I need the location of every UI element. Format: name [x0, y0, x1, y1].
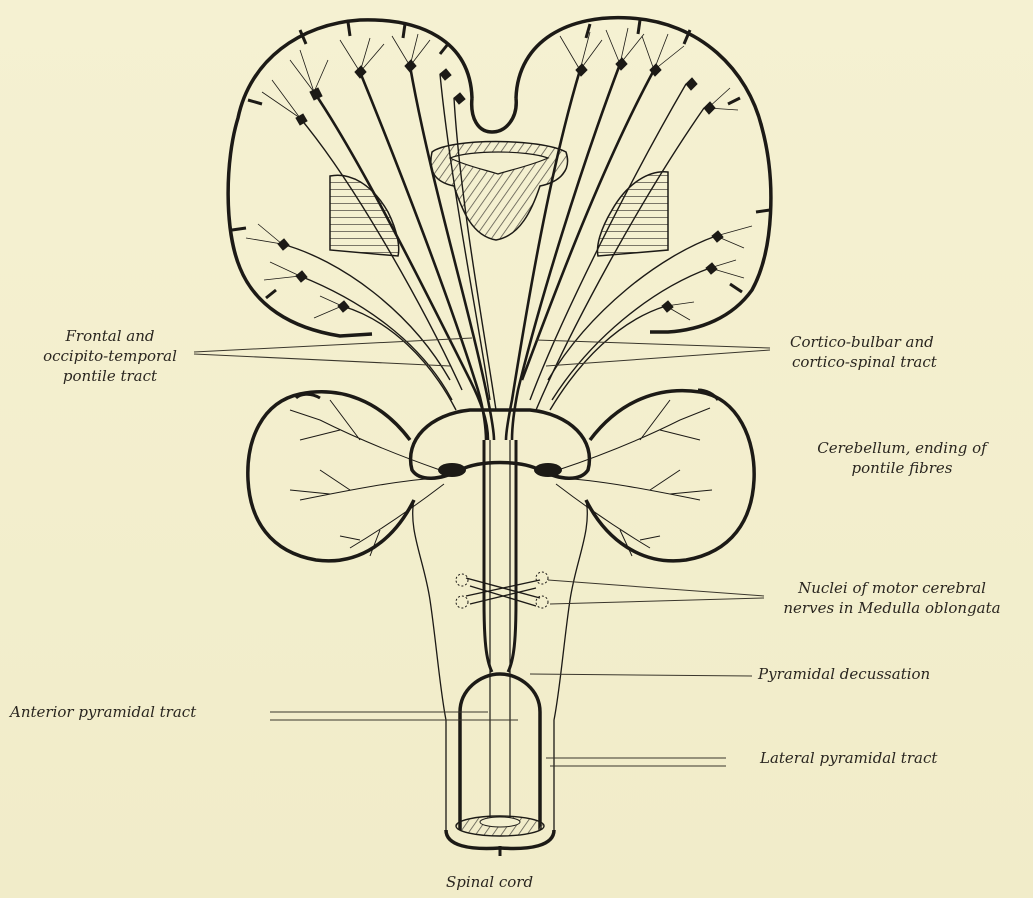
- right-cerebellum: [586, 391, 754, 561]
- label-cortico-tract: Cortico-bulbar and cortico-spinal tract: [790, 332, 937, 372]
- pyramidal-trunk: [484, 440, 516, 820]
- interhemispheric-notch: [472, 98, 517, 132]
- label-spinal-cord: Spinal cord: [446, 872, 533, 892]
- label-lateral-tract: Lateral pyramidal tract: [760, 748, 937, 768]
- medulla-outline: [413, 500, 588, 830]
- label-cerebellum: Cerebellum, ending of pontile fibres: [790, 438, 1014, 478]
- label-nuclei: Nuclei of motor cerebral nerves in Medul…: [756, 578, 1028, 618]
- label-frontal-tract: Frontal and occipito-temporal pontile tr…: [24, 326, 196, 386]
- label-nuclei-line-1: Nuclei of motor cerebral: [756, 578, 1028, 598]
- nuclei-crossing: [466, 578, 540, 606]
- label-frontal-tract-line-2: occipito-temporal: [24, 346, 196, 366]
- cerebellar-fibres: [290, 400, 712, 556]
- right-basal-ganglia: [598, 172, 668, 256]
- left-basal-ganglia: [330, 175, 399, 256]
- motor-nuclei: [456, 572, 548, 608]
- label-cerebellum-line-2: pontile fibres: [790, 458, 1014, 478]
- label-nuclei-line-2: nerves in Medulla oblongata: [756, 598, 1028, 618]
- label-anterior-tract: Anterior pyramidal tract: [10, 702, 196, 722]
- left-pontine-nucleus: [438, 463, 466, 477]
- spinal-cord-outline: [460, 674, 540, 830]
- left-cerebellum: [248, 392, 414, 561]
- label-frontal-tract-line-3: pontile tract: [24, 366, 196, 386]
- label-cortico-tract-line-1: Cortico-bulbar and: [790, 332, 937, 352]
- label-cerebellum-line-1: Cerebellum, ending of: [790, 438, 1014, 458]
- right-pontine-nucleus: [534, 463, 562, 477]
- label-pyramidal-decussation: Pyramidal decussation: [758, 664, 930, 684]
- label-cortico-tract-line-2: cortico-spinal tract: [790, 352, 937, 372]
- label-frontal-tract-line-1: Frontal and: [24, 326, 196, 346]
